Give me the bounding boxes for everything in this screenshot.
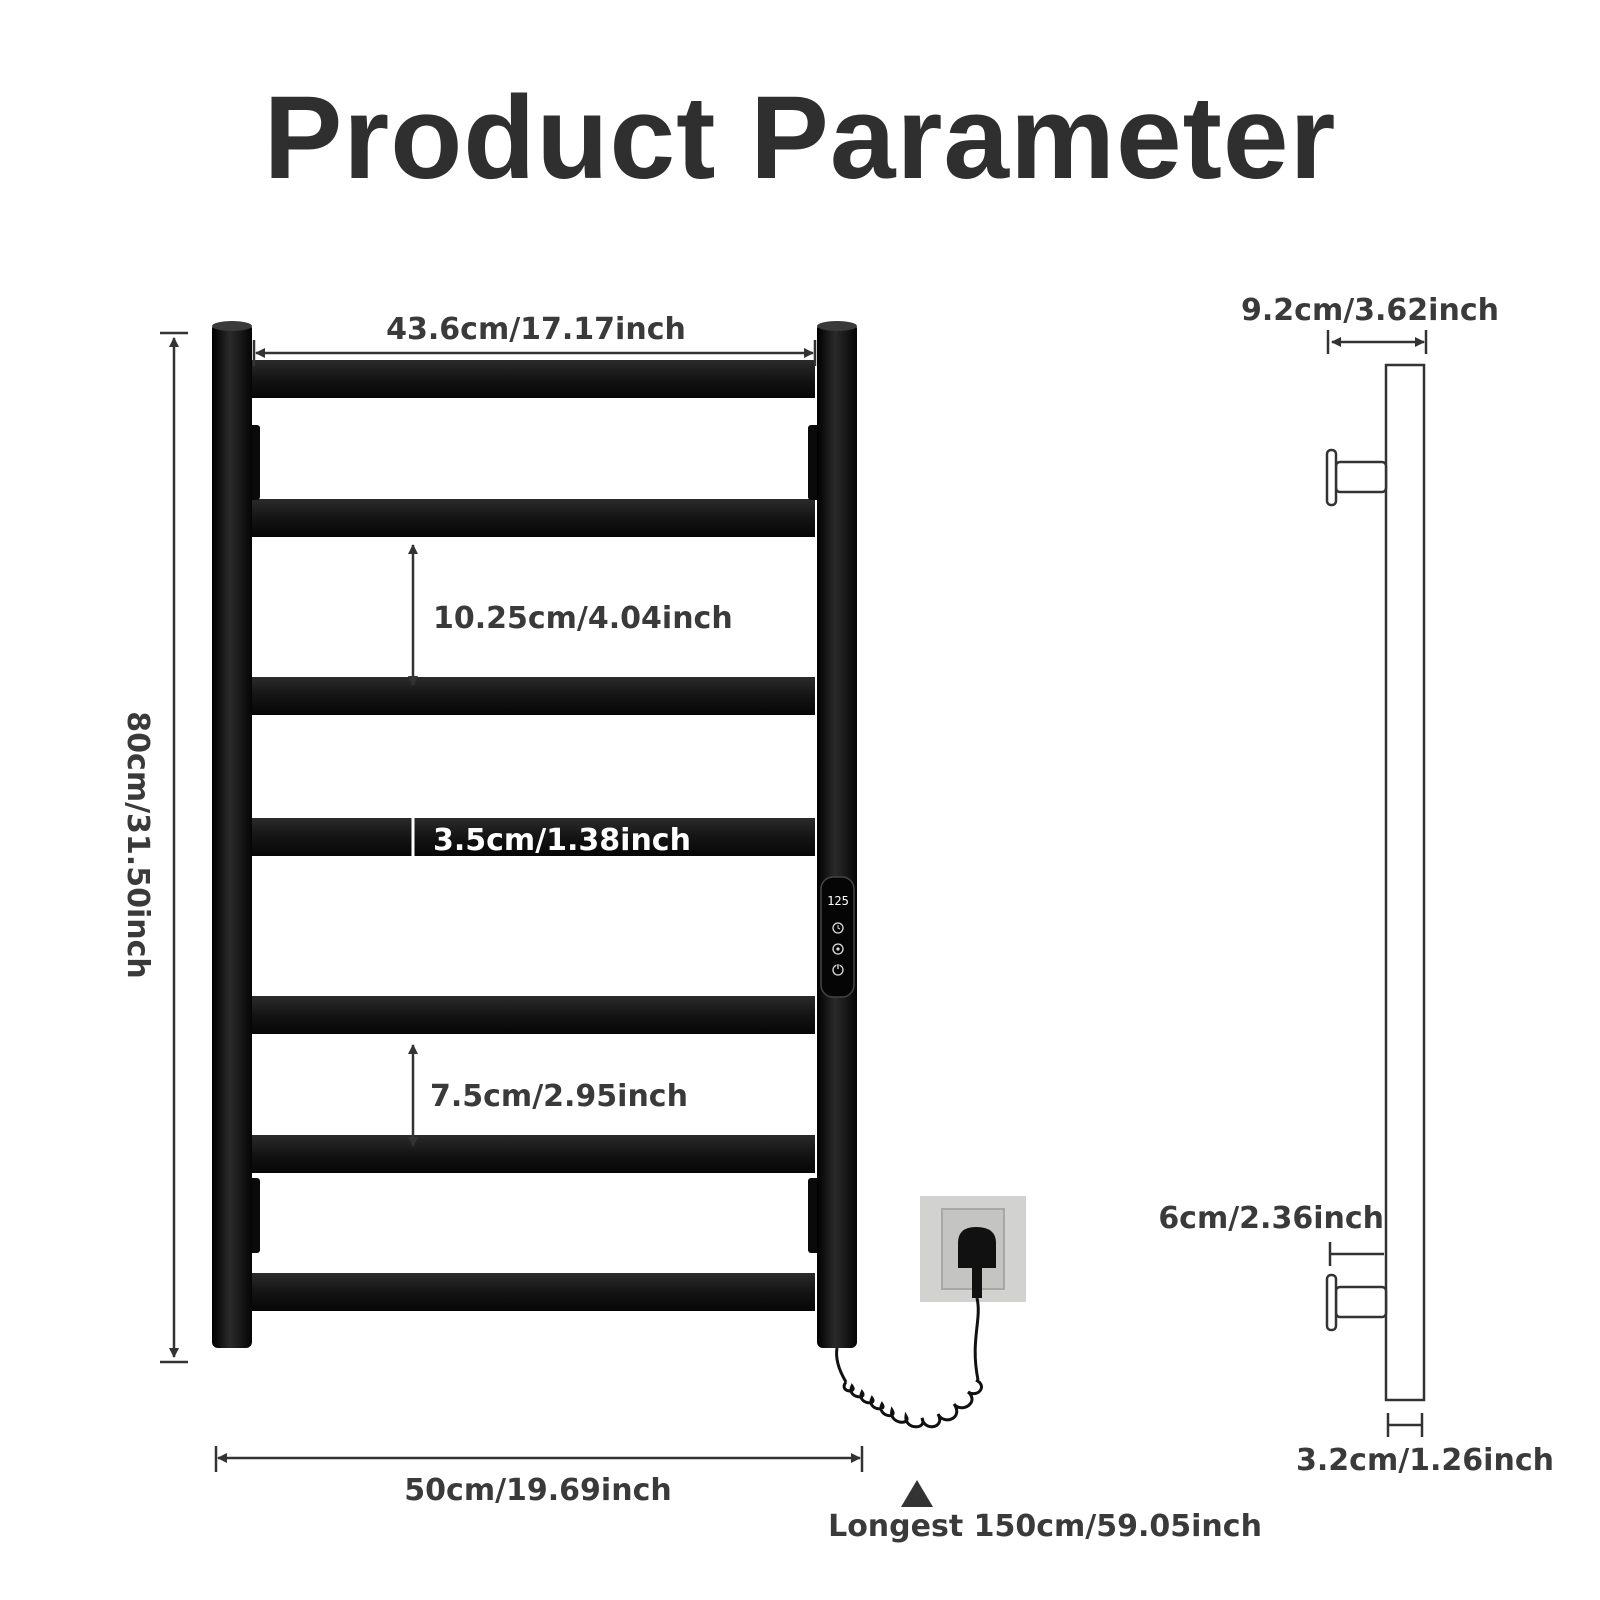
rack-bar xyxy=(250,1135,815,1173)
left-post xyxy=(212,323,252,1348)
rack-bar xyxy=(250,677,815,715)
rack-bar xyxy=(250,1273,815,1311)
height-label: 80cm/31.50inch xyxy=(120,711,155,978)
power-cable xyxy=(835,1297,983,1429)
rack-bar xyxy=(250,996,815,1034)
top-width-label: 43.6cm/17.17inch xyxy=(386,312,686,347)
timer-button-icon xyxy=(832,922,844,934)
rail-diameter-label: 3.2cm/1.26inch xyxy=(1296,1443,1554,1478)
towel-rack xyxy=(212,321,857,1348)
rack-bar xyxy=(250,818,815,856)
wall-socket xyxy=(920,1196,1026,1302)
plug-icon xyxy=(958,1227,996,1268)
cable-pointer-icon xyxy=(901,1480,933,1507)
wall-depth-label: 9.2cm/3.62inch xyxy=(1241,293,1499,328)
bar-gap-large-label: 10.25cm/4.04inch xyxy=(433,601,733,636)
side-dimension-lines xyxy=(1326,330,1428,1437)
side-bracket xyxy=(1334,460,1388,494)
page-title: Product Parameter xyxy=(263,72,1337,204)
side-bracket xyxy=(1334,1285,1388,1319)
temperature-display: 125 xyxy=(827,894,849,908)
bar-gap-small-label: 7.5cm/2.95inch xyxy=(430,1079,688,1114)
bar-thickness-label: 3.5cm/1.38inch xyxy=(433,823,691,858)
right-post xyxy=(817,323,857,1348)
rack-bar xyxy=(250,499,815,537)
total-width-label: 50cm/19.69inch xyxy=(404,1473,671,1508)
mode-button-icon xyxy=(832,943,844,955)
side-view xyxy=(1325,363,1426,1402)
rack-bar xyxy=(250,360,815,398)
bracket-height-label: 6cm/2.36inch xyxy=(1158,1201,1384,1236)
control-panel: 125 xyxy=(820,876,855,998)
dimension-lines xyxy=(160,331,864,1472)
cable-length-label: Longest 150cm/59.05inch xyxy=(828,1509,1262,1544)
side-rail xyxy=(1384,363,1426,1402)
